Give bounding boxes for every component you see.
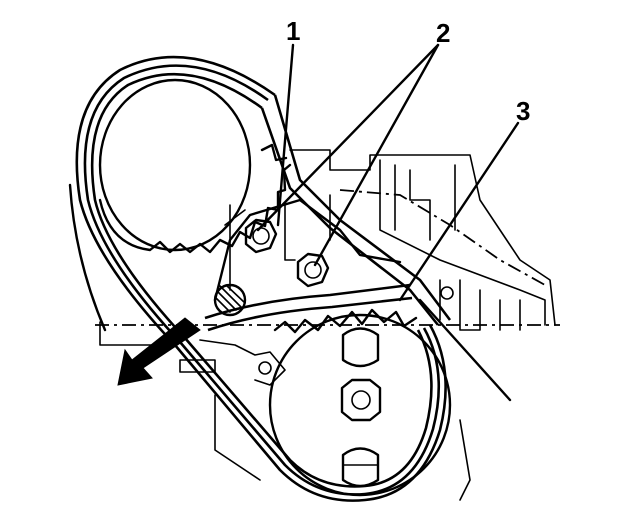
tensioner-bolt-lower	[296, 252, 330, 288]
leader-line-3-extension	[418, 298, 512, 402]
leader-line-2a	[256, 43, 440, 232]
direction-arrow	[117, 317, 201, 386]
engine-block-outline	[68, 149, 560, 501]
leader-line-1	[276, 43, 295, 227]
callout-label-2: 2	[436, 18, 450, 48]
callout-label-3: 3	[516, 96, 530, 126]
leader-line-3	[398, 121, 520, 302]
leader-line-2b	[313, 43, 440, 267]
callout-label-1: 1	[286, 16, 300, 46]
tensioner-bracket	[179, 198, 402, 386]
timing-belt	[75, 55, 452, 502]
callout-leaders	[256, 43, 520, 402]
